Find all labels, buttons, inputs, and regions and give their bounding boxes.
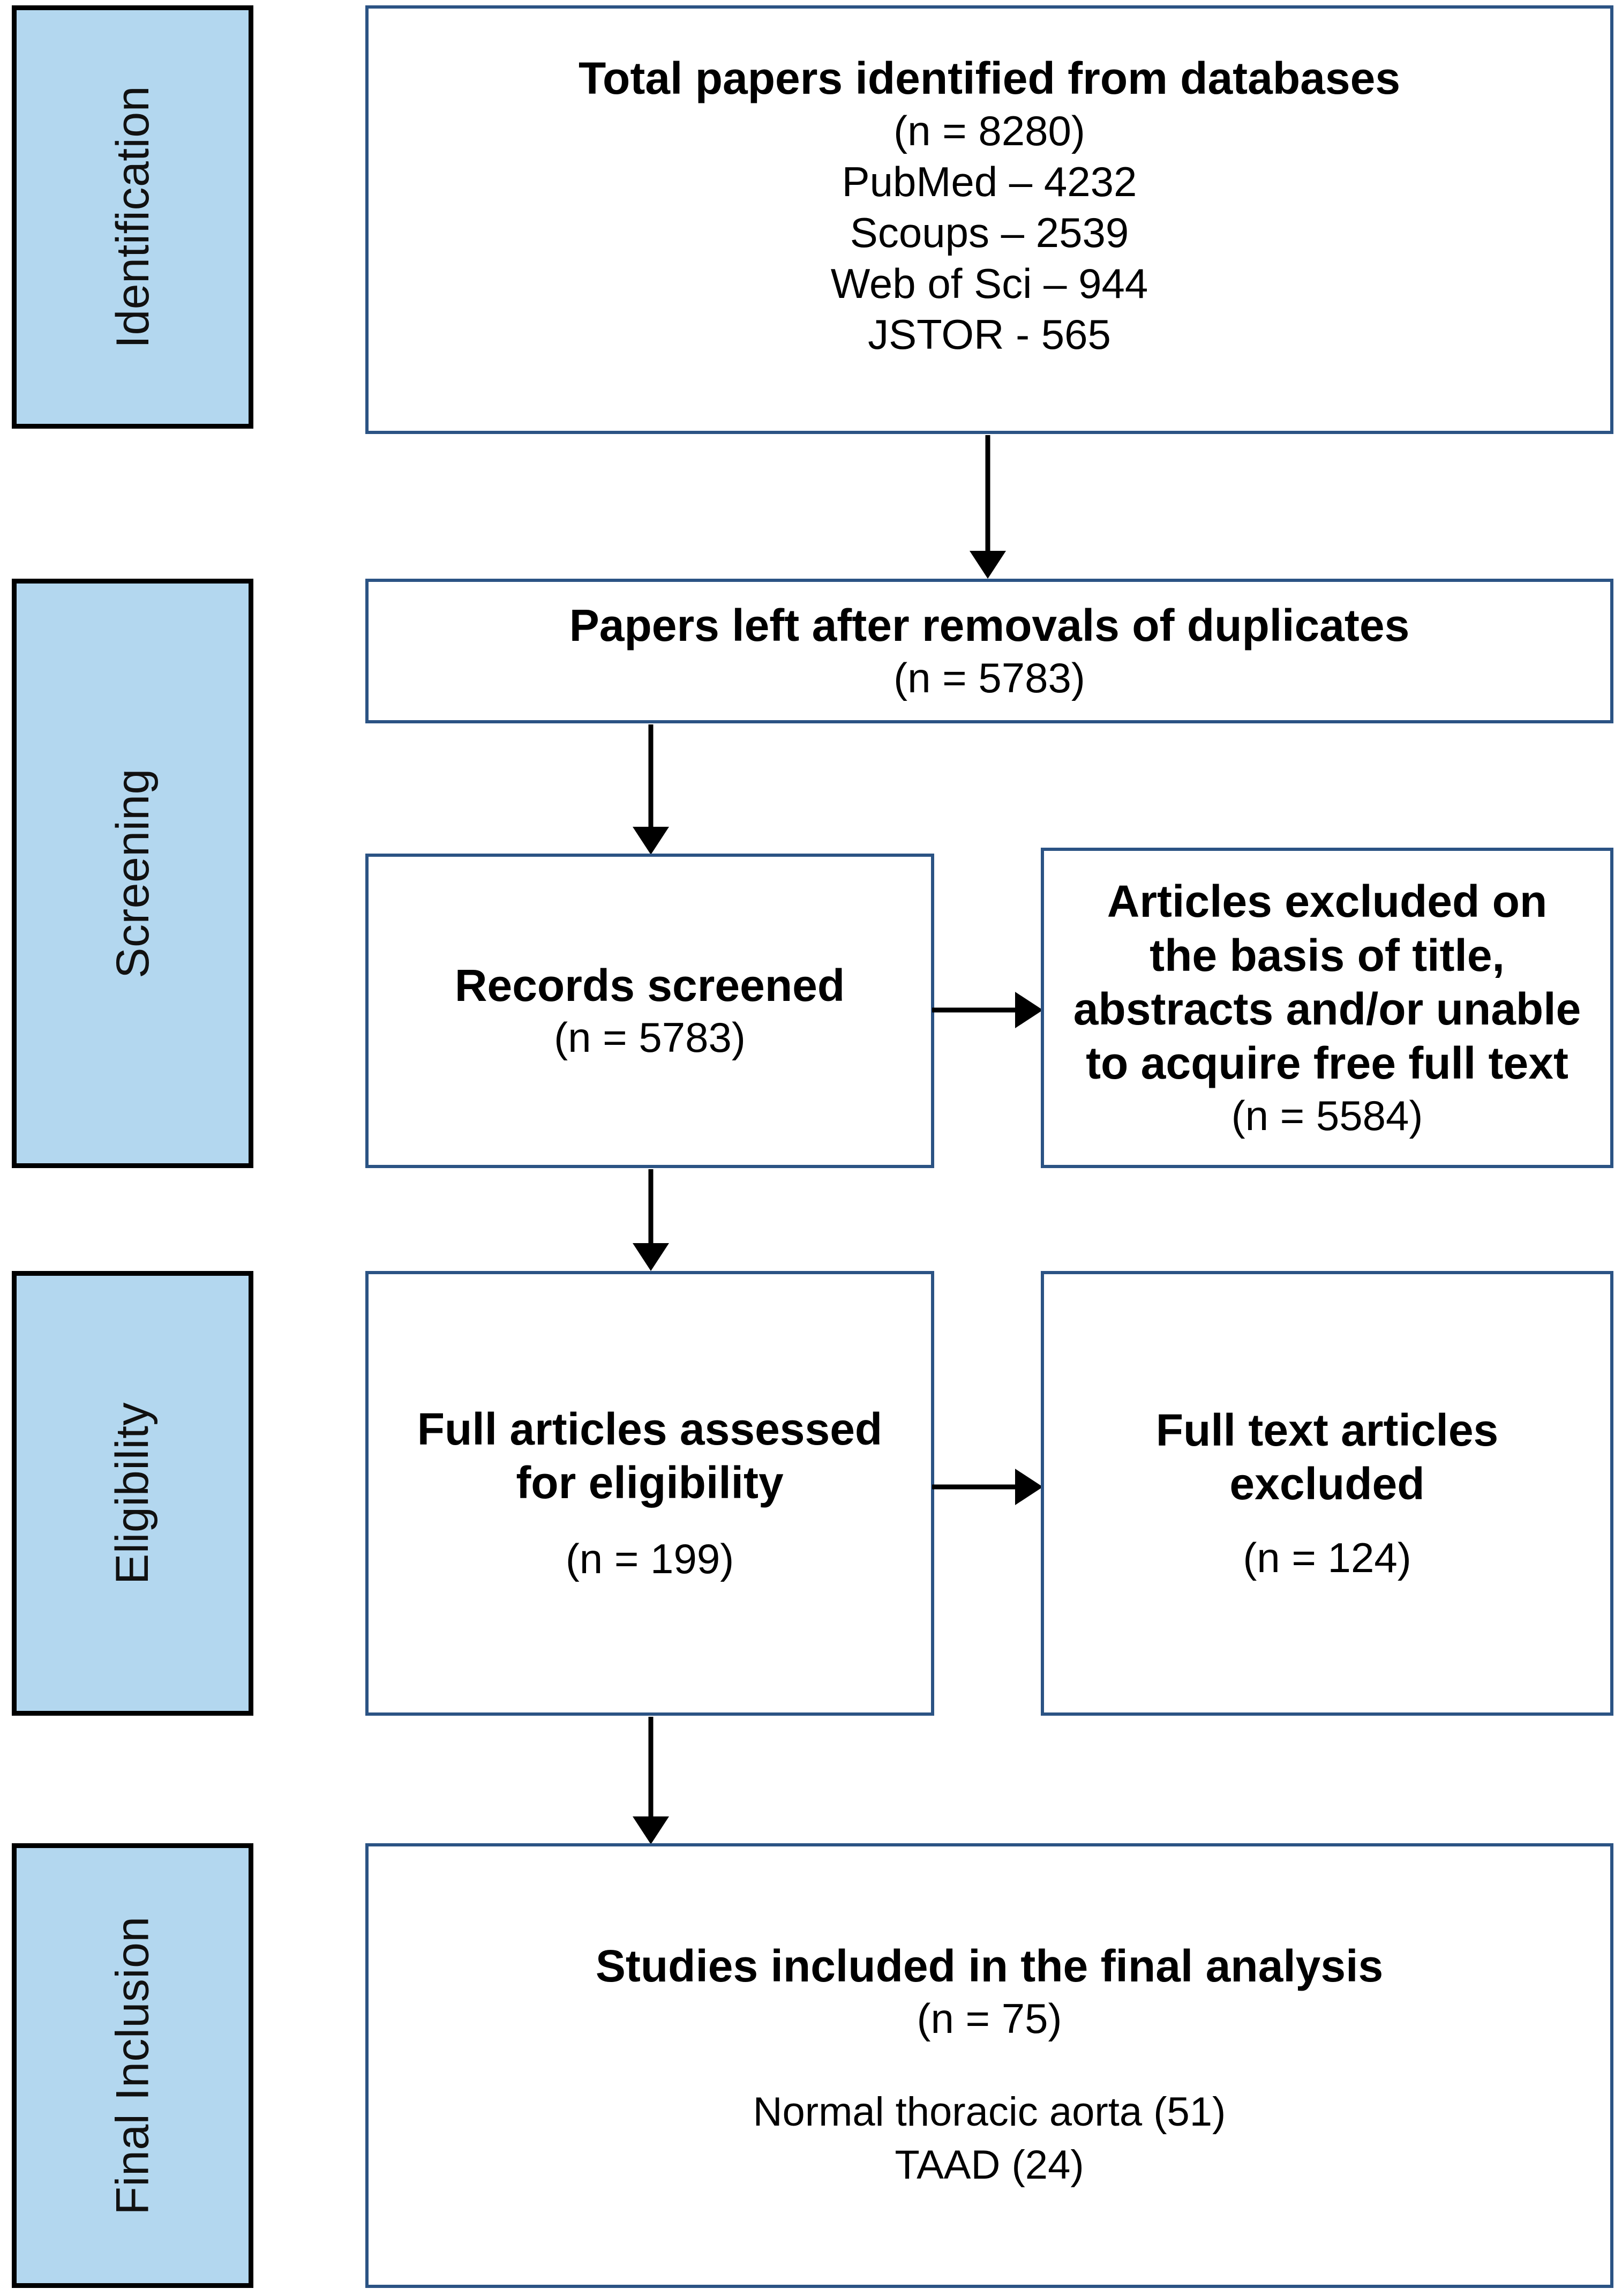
arrow-records-screened-to-articles-excluded: [932, 992, 1043, 1028]
node-title-articles-excluded: Articles excluded on the basis of title,…: [1073, 876, 1581, 1089]
node-title-full-excluded: Full text articles excluded: [1155, 1404, 1499, 1509]
node-title-records-screened: Records screened: [454, 960, 845, 1011]
node-records-screened: Records screened (n = 5783): [365, 854, 934, 1168]
node-title-included: Studies included in the final analysis: [595, 1941, 1384, 1992]
node-count-duplicates: (n = 5783): [893, 654, 1085, 701]
arrow-full-assessed-to-full-excluded: [932, 1469, 1043, 1505]
node-count-records-screened: (n = 5783): [554, 1014, 746, 1061]
node-studies-included: Studies included in the final analysis (…: [365, 1843, 1613, 2288]
arrow-records-screened-to-full-assessed: [633, 1169, 669, 1271]
node-count-included: (n = 75): [917, 1995, 1062, 2043]
node-count-full-excluded: (n = 124): [1243, 1534, 1411, 1582]
arrow-identified-to-duplicates: [970, 435, 1006, 579]
node-count-articles-excluded: (n = 5584): [1231, 1092, 1423, 1140]
node-full-text-articles-excluded: Full text articles excluded (n = 124): [1041, 1271, 1613, 1716]
stage-label-screening: Screening: [107, 768, 159, 978]
stage-box-eligibility: Eligibility: [12, 1271, 253, 1716]
node-papers-after-duplicates: Papers left after removals of duplicates…: [365, 579, 1613, 723]
node-articles-excluded: Articles excluded on the basis of title,…: [1041, 848, 1613, 1168]
node-source-pubmed: PubMed – 4232: [842, 158, 1137, 205]
stage-box-identification: Identification: [12, 5, 253, 429]
arrow-full-assessed-to-included: [633, 1717, 669, 1844]
node-total-papers-identified: Total papers identified from databases (…: [365, 5, 1613, 434]
node-source-jstor: JSTOR - 565: [868, 311, 1111, 358]
node-count-identified: (n = 8280): [893, 107, 1085, 154]
node-source-scoups: Scoups – 2539: [850, 209, 1129, 257]
stage-label-eligibility: Eligibility: [107, 1402, 159, 1585]
node-title-duplicates: Papers left after removals of duplicates: [569, 600, 1410, 651]
node-breakdown-taad: TAAD (24): [895, 2142, 1084, 2188]
stage-box-final-inclusion: Final Inclusion: [12, 1843, 253, 2288]
stage-label-identification: Identification: [107, 86, 159, 348]
stage-label-final-inclusion: Final Inclusion: [107, 1916, 159, 2215]
arrow-duplicates-to-records-screened: [633, 724, 669, 855]
node-source-web-of-sci: Web of Sci – 944: [830, 260, 1148, 308]
node-title-identified: Total papers identified from databases: [578, 53, 1401, 103]
node-full-articles-assessed: Full articles assessed for eligibility (…: [365, 1271, 934, 1716]
node-count-full-assessed: (n = 199): [565, 1535, 734, 1583]
node-title-full-assessed: Full articles assessed for eligibility: [417, 1403, 883, 1508]
stage-box-screening: Screening: [12, 579, 253, 1168]
node-breakdown-normal-aorta: Normal thoracic aorta (51): [753, 2089, 1226, 2135]
